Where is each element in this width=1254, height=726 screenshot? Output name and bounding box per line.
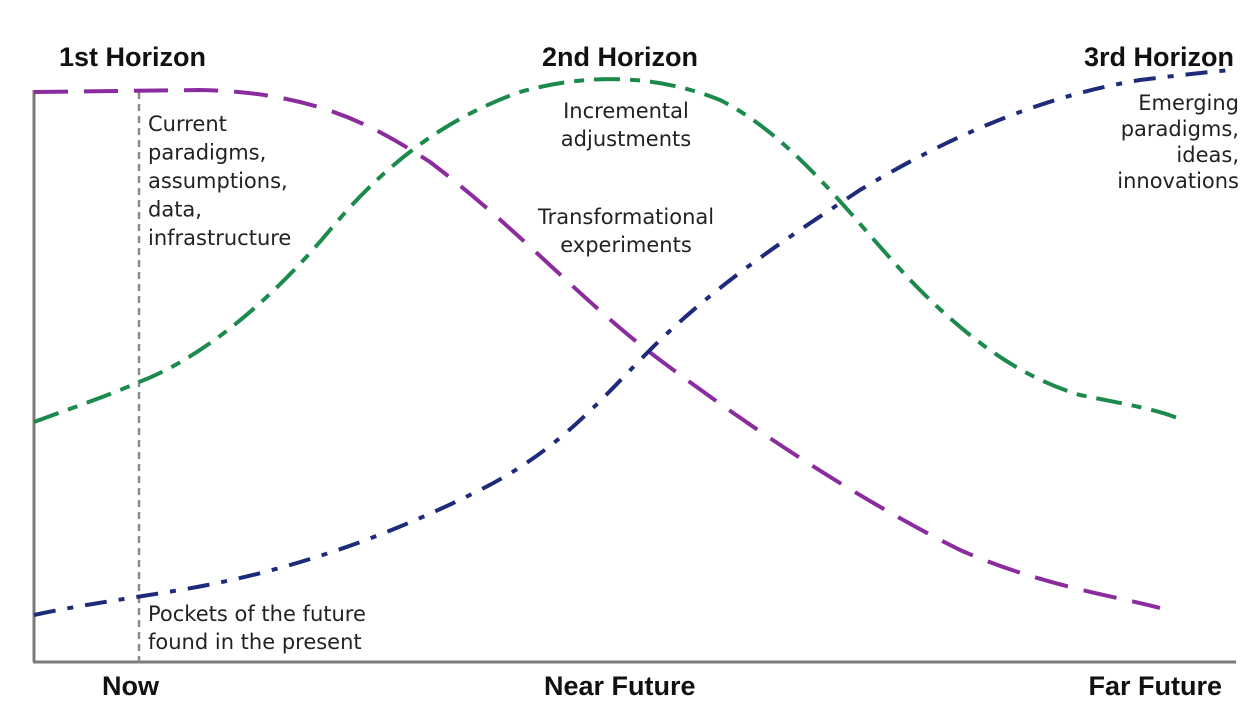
note-line: adjustments: [561, 127, 691, 151]
note-line: innovations: [1117, 169, 1239, 193]
note-incremental-adjustments: Incremental adjustments: [561, 99, 691, 151]
horizon-curves: [33, 68, 1231, 617]
horizon-2-title: 2nd Horizon: [542, 42, 698, 72]
note-transformational-experiments: Transformational experiments: [537, 205, 714, 257]
note-line: paradigms,: [1121, 117, 1239, 141]
note-line: infrastructure: [148, 226, 291, 250]
horizon-3-title: 3rd Horizon: [1084, 42, 1234, 72]
note-line: Emerging: [1138, 91, 1239, 115]
note-line: Transformational: [537, 205, 714, 229]
note-line: Pockets of the future: [148, 602, 366, 626]
horizon-3-curve: [33, 68, 1231, 617]
note-line: paradigms,: [148, 141, 266, 165]
time-label-near-future: Near Future: [544, 671, 696, 701]
note-line: experiments: [560, 233, 692, 257]
axes: [32, 90, 1236, 664]
horizon-2-curve: [33, 77, 1183, 424]
time-label-far-future: Far Future: [1088, 671, 1222, 701]
horizon-titles: 1st Horizon 2nd Horizon 3rd Horizon: [59, 42, 1234, 72]
note-line: assumptions,: [148, 169, 288, 193]
note-line: data,: [148, 198, 202, 222]
note-pockets-of-future: Pockets of the future found in the presen…: [148, 602, 366, 654]
note-line: Current: [148, 112, 227, 136]
note-line: ideas,: [1176, 143, 1239, 167]
horizon-1-title: 1st Horizon: [59, 42, 206, 72]
note-current-paradigms: Current paradigms, assumptions, data, infras…: [148, 112, 291, 250]
time-axis-labels: Now Near Future Far Future: [102, 671, 1222, 701]
note-line: found in the present: [148, 630, 362, 654]
horizon-1-curve: [33, 87, 1161, 610]
annotations: Current paradigms, assumptions, data, infras…: [148, 91, 1239, 654]
time-label-now: Now: [102, 671, 160, 701]
note-line: Incremental: [563, 99, 689, 123]
